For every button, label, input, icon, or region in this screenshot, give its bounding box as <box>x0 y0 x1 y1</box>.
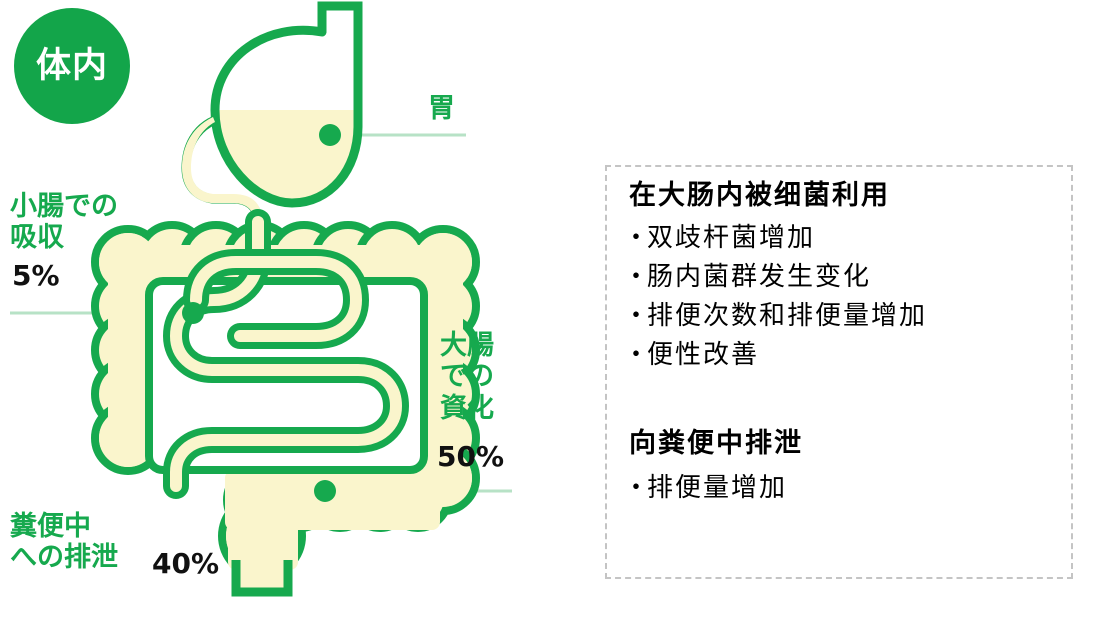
stomach-marker-dot <box>319 124 341 146</box>
small-intestine-lumen <box>170 216 402 492</box>
list-item: 排便次数和排便量增加 <box>623 297 1071 336</box>
stomach-outline <box>210 25 363 208</box>
small-intestine-label: 小腸での 吸収 <box>10 191 118 254</box>
large-intestine <box>91 221 480 597</box>
list-item: 双歧杆菌增加 <box>623 219 1071 258</box>
duodenum-fill <box>182 117 262 222</box>
section-title: 在大肠内被细菌利用 <box>629 180 890 211</box>
stomach-organ <box>181 1 363 227</box>
badge-circle <box>14 8 130 124</box>
small-intestine-marker-dot <box>182 302 204 324</box>
list-item: 便性改善 <box>623 336 1071 375</box>
info-box: 在大肠内被细菌利用 双歧杆菌增加 肠内菌群发生变化 排便次数和排便量增加 便性改… <box>605 165 1073 579</box>
feces-excretion-label: 糞便中 への排泄 <box>10 511 118 574</box>
stomach-label: 胃 <box>428 93 455 124</box>
small-intestine-percent: 5% <box>12 259 60 292</box>
info-section-colon-fermentation: 在大肠内被细菌利用 双歧杆菌增加 肠内菌群发生变化 排便次数和排便量增加 便性改… <box>607 167 1071 375</box>
large-intestine-label: 大腸 での 資化 <box>440 330 494 424</box>
small-intestine <box>163 209 409 499</box>
small-intestine-lumen-2 <box>190 256 362 342</box>
info-section-fecal-excretion: 向粪便中排泄 排便量增加 <box>607 375 1071 509</box>
esophagus-tube <box>317 1 363 33</box>
section-bullet-list: 排便量增加 <box>623 468 1071 510</box>
large-intestine-marker-dot <box>314 480 336 502</box>
large-intestine-percent: 50% <box>437 440 505 473</box>
section-title: 向粪便中排泄 <box>629 428 803 460</box>
feces-excretion-percent: 40% <box>152 547 220 580</box>
list-item: 排便量增加 <box>623 468 1071 510</box>
digestive-tract-diagram <box>10 1 512 597</box>
section-bullet-list: 双歧杆菌增加 肠内菌群发生变化 排便次数和排便量增加 便性改善 <box>623 219 1071 375</box>
list-item: 肠内菌群发生变化 <box>623 258 1071 297</box>
